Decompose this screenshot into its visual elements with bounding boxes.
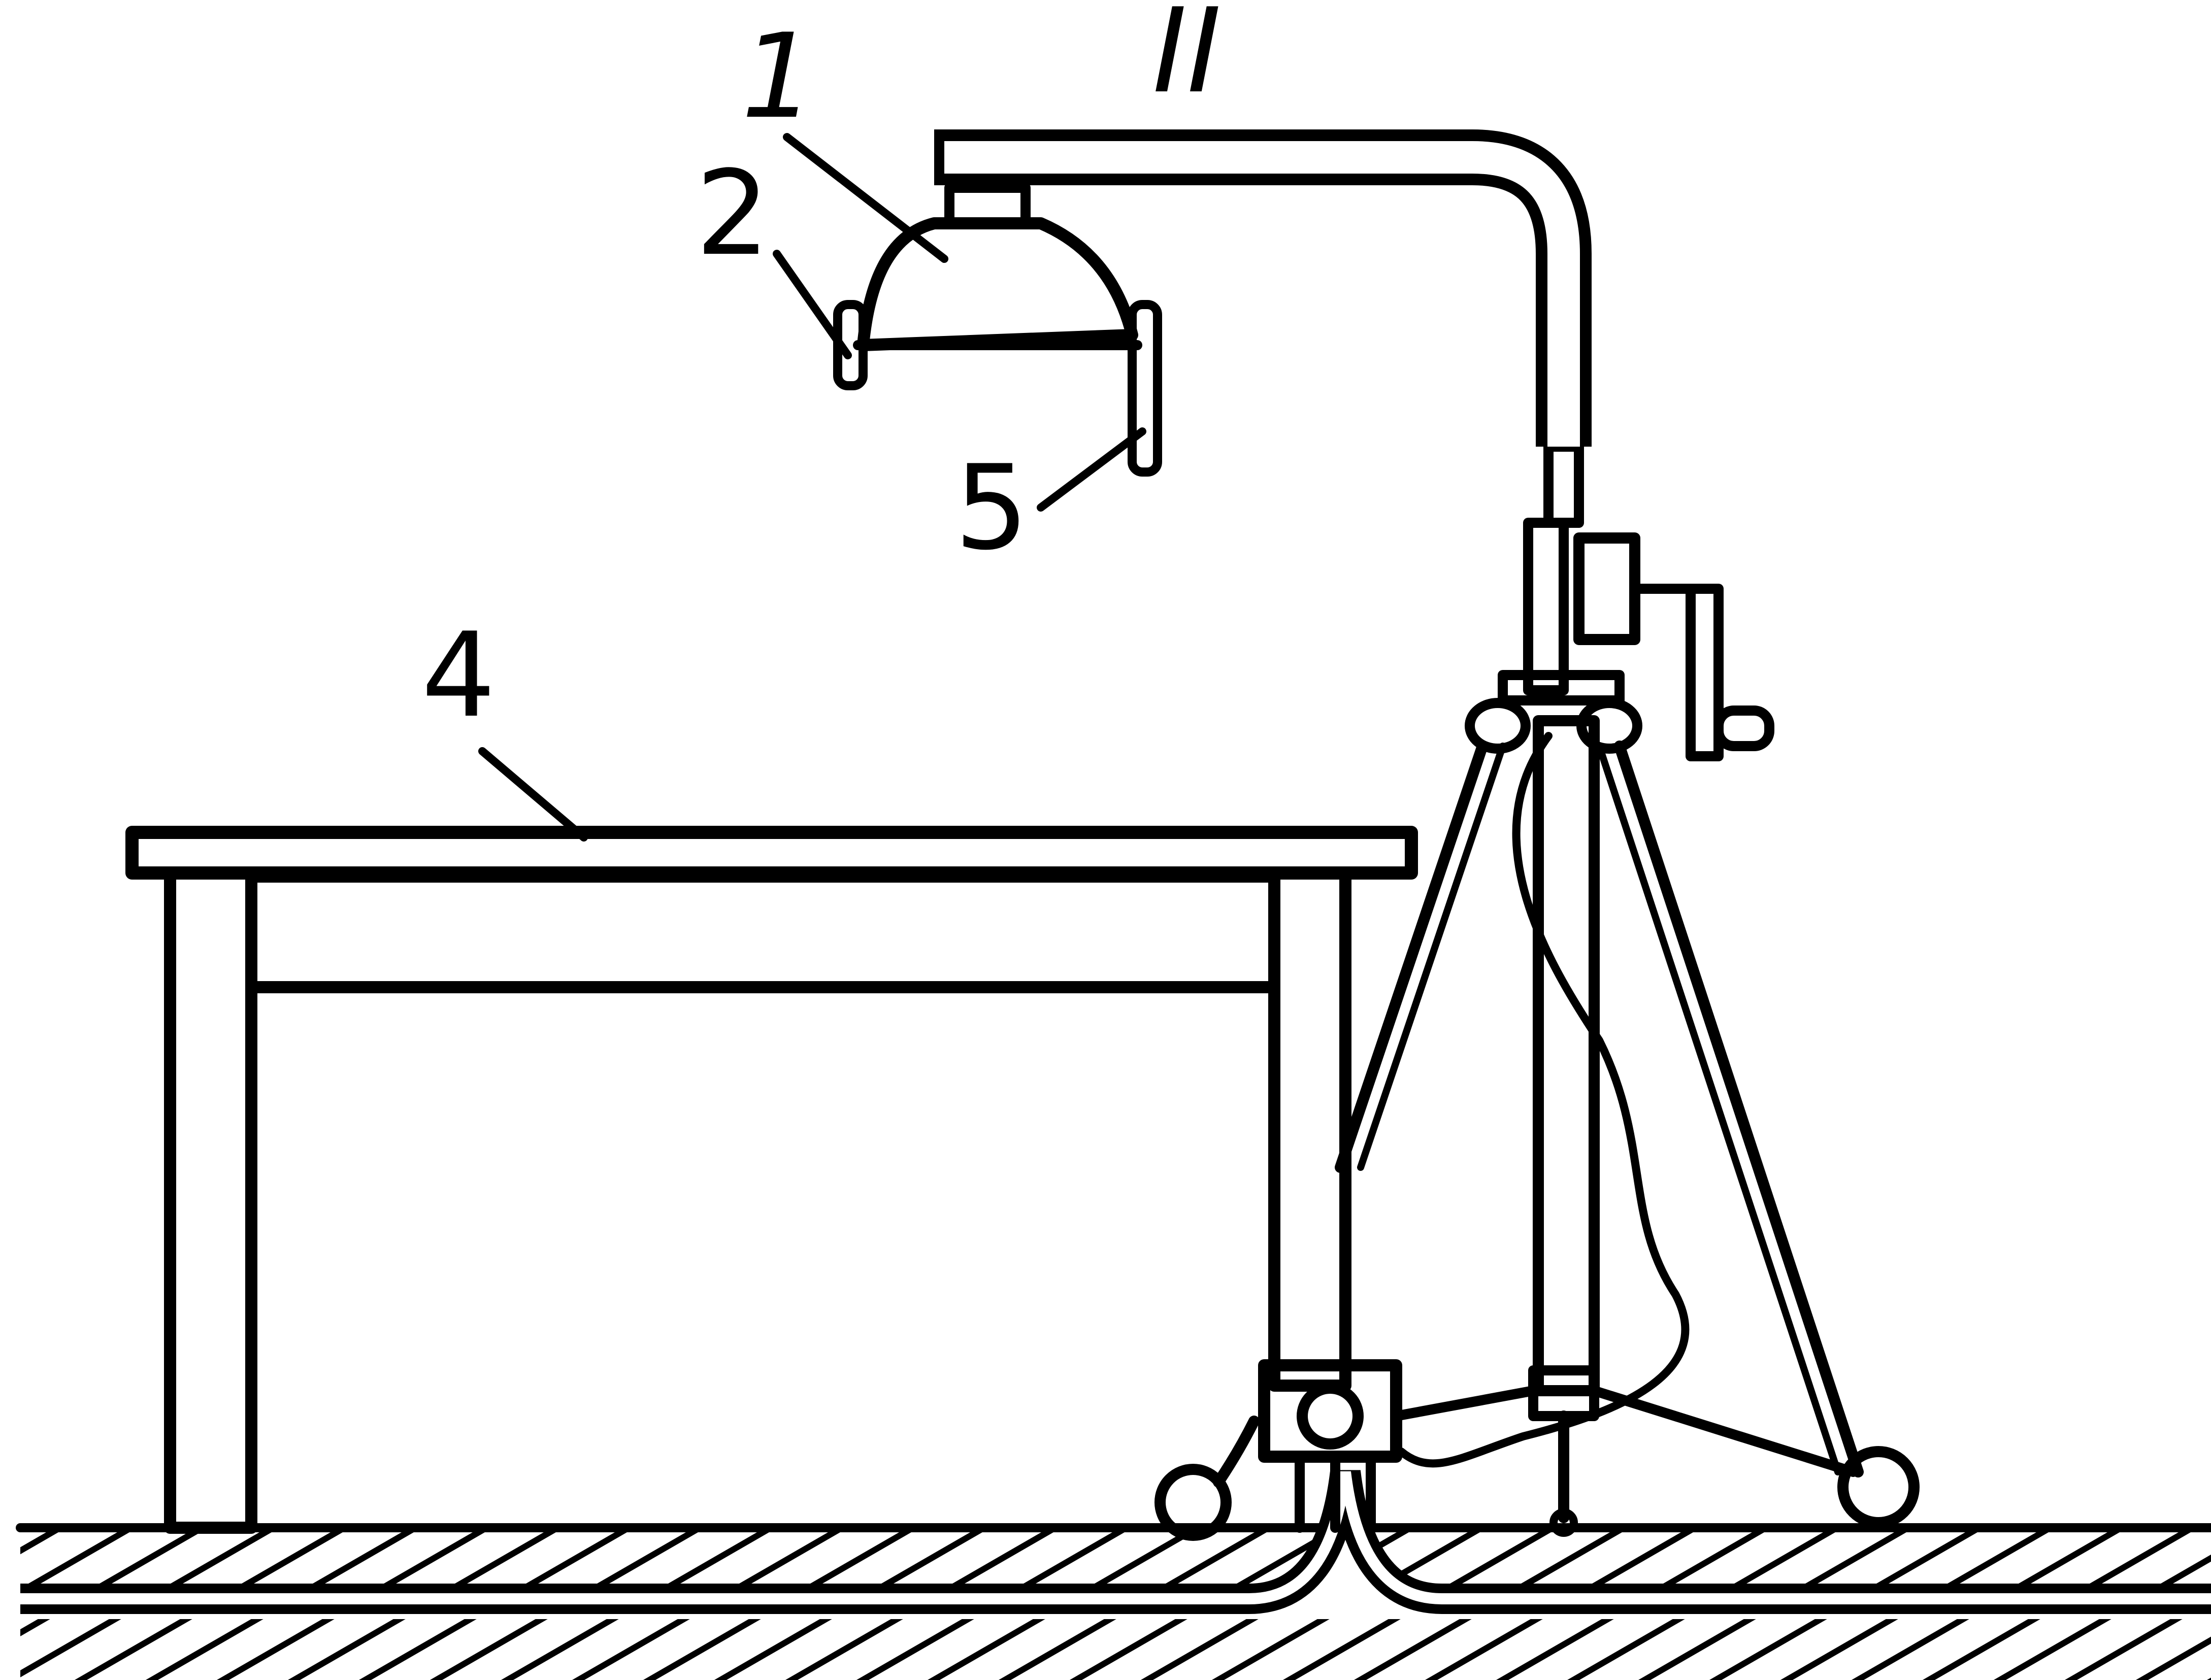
floor-hatch-lower — [20, 1619, 2211, 1680]
base-spoke-right — [1589, 1386, 1858, 1477]
junction-box-knob — [1297, 1383, 1364, 1450]
lamp-assembly — [833, 129, 1592, 477]
label-2: 2 — [696, 146, 770, 282]
tripod-leg-right-inner — [1596, 743, 1841, 1475]
power-cable — [1397, 732, 1690, 1468]
leader-line-1 — [783, 133, 948, 263]
tripod-leg-left — [1335, 741, 1488, 1173]
leader-line-5 — [1037, 427, 1146, 512]
shade-lug-right — [1128, 300, 1162, 477]
floor — [16, 1470, 2211, 1680]
leg-hinge-right — [1576, 698, 1642, 754]
winch-housing — [1573, 532, 1640, 645]
tripod-leg-right — [1614, 741, 1864, 1477]
table-leg-right — [1268, 867, 1351, 1392]
label-1: 1 — [741, 9, 815, 145]
stand-column — [1533, 715, 1600, 1396]
cable-duct-inner — [20, 1471, 2211, 1604]
leg-hinge-left — [1465, 698, 1531, 754]
label-5: 5 — [954, 441, 1029, 576]
caster-right — [1837, 1446, 1920, 1528]
boom-arm-inner — [944, 141, 1580, 447]
leader-line-2 — [773, 250, 852, 359]
tripod-leg-left-inner — [1357, 743, 1506, 1171]
leader-line-4 — [478, 747, 588, 842]
winch-crank-arm — [1686, 584, 1724, 761]
floor-hatch-upper — [20, 1528, 2211, 1584]
stand-column-sleeve — [1523, 518, 1569, 695]
base-spoke-left — [1391, 1386, 1538, 1421]
caster-left-fork — [1213, 1416, 1260, 1488]
label-4: 4 — [421, 608, 496, 744]
stand-column-collar — [1543, 442, 1584, 528]
caster-front — [1549, 1508, 1578, 1537]
tripod-stand — [1154, 442, 1920, 1541]
label-marker-II: II — [1152, 0, 1222, 119]
table — [125, 826, 1418, 1534]
winch-crank-handle — [1713, 705, 1774, 751]
leader-lines — [478, 133, 1146, 842]
caster-left — [1154, 1464, 1232, 1541]
table-top — [125, 826, 1418, 880]
table-leg-left — [164, 867, 257, 1534]
lamp-shade — [857, 217, 1138, 351]
labels: II 1 2 4 5 — [421, 0, 1222, 744]
stand-head-plate — [1498, 670, 1625, 705]
